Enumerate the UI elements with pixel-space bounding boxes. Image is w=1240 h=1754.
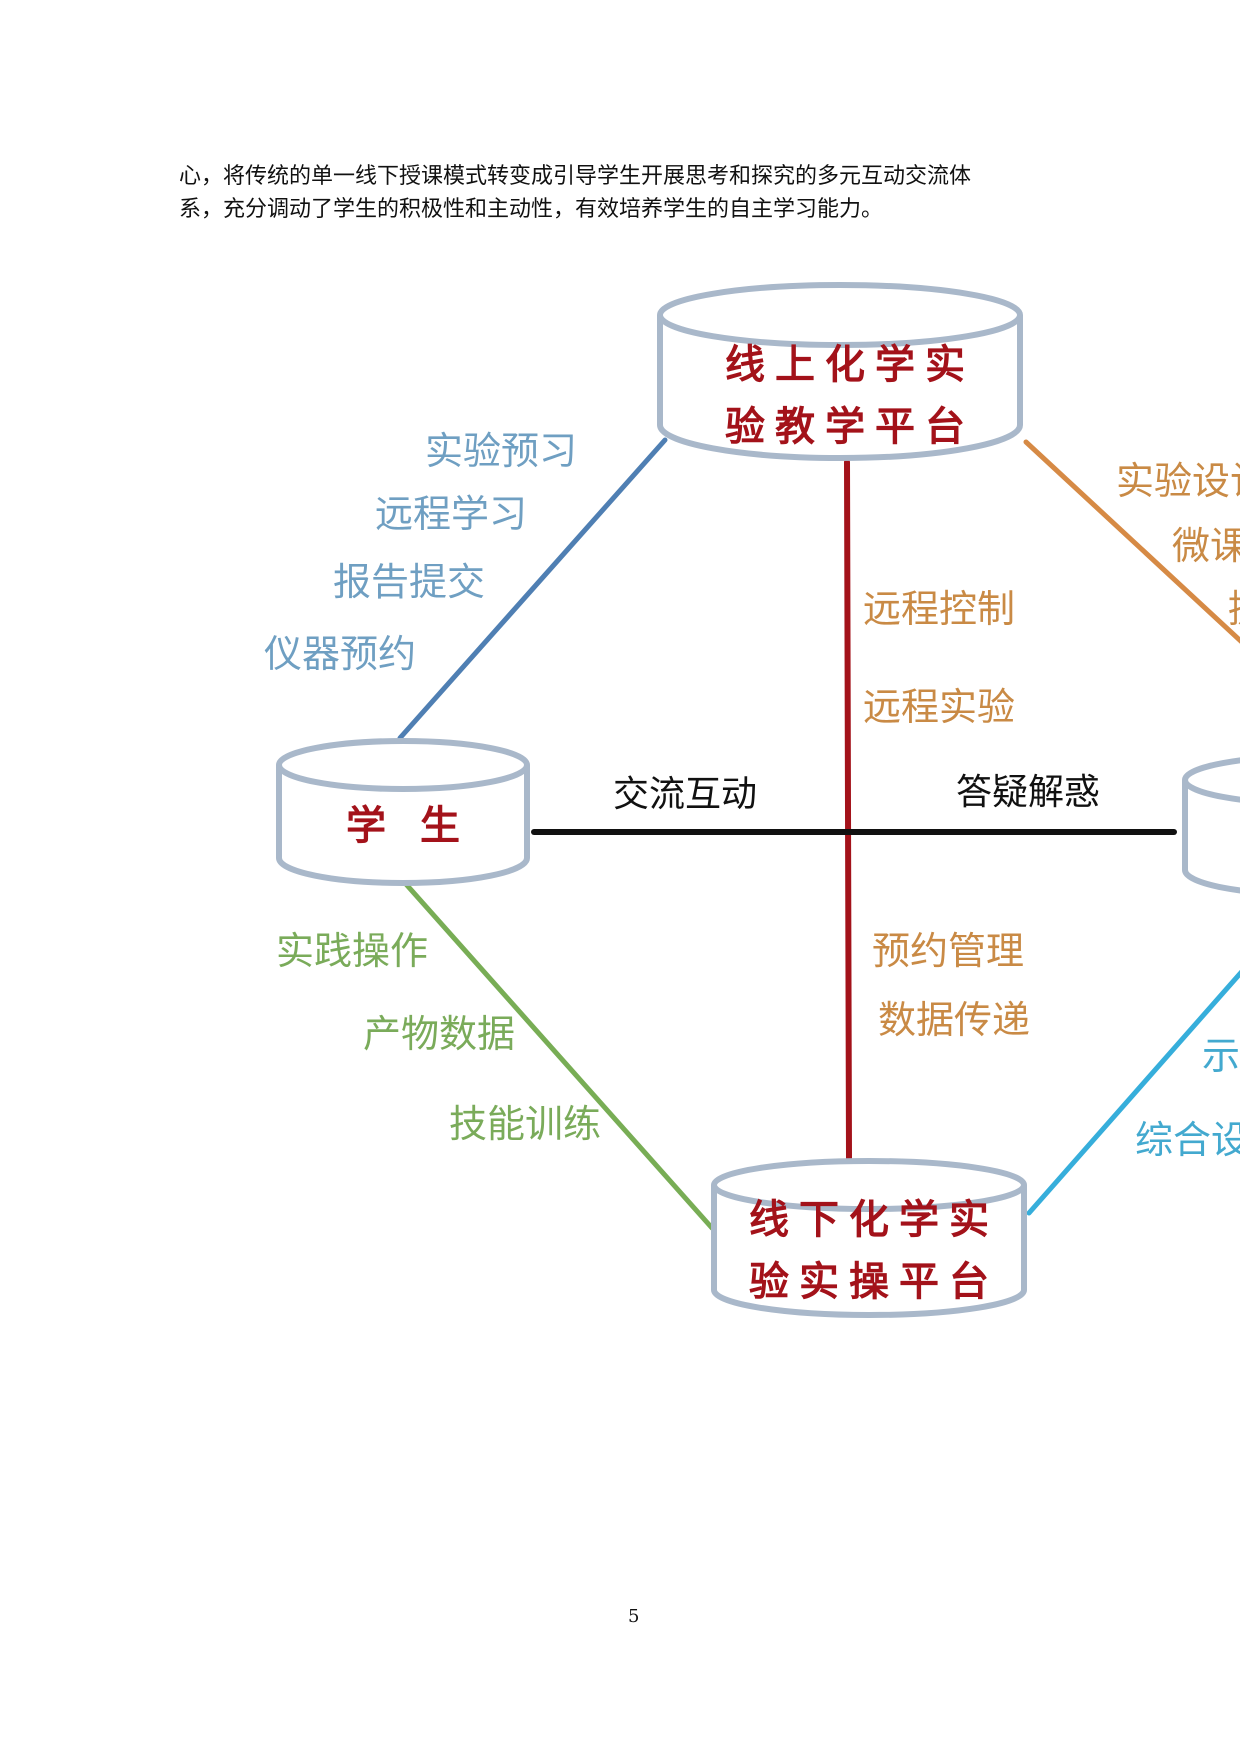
edge-label: 远程控制 (863, 587, 1016, 631)
edge-label: 技能训练 (449, 1102, 602, 1146)
edge-label: 数据传递 (878, 998, 1031, 1042)
node-offline-label-line-1: 线下化学实 (749, 1196, 999, 1243)
edge-label: 远程学习 (375, 492, 528, 536)
body-text-line-1: 心，将传统的单一线下授课模式转变成引导学生开展思考和探究的多元互动交流体 (179, 164, 972, 189)
edge-label: 答疑解惑 (956, 772, 1101, 813)
node-right-cylinder (1182, 757, 1240, 894)
node-offline-label-line-2: 验实操平台 (749, 1258, 999, 1305)
node-online-label-line-1: 线上化学实 (725, 341, 975, 388)
edge-label: 产物数据 (363, 1012, 516, 1056)
edge-online-right (1023, 439, 1240, 644)
edge-label: 提 (1228, 590, 1240, 628)
edge-label: 综合设 (1135, 1118, 1240, 1162)
edge-label: 报告提交 (333, 560, 486, 604)
edge-offline-right (1026, 969, 1240, 1216)
edge-label: 实践操作 (276, 929, 429, 973)
edge-label: 交流互动 (613, 774, 758, 815)
edge-label: 实验设计 (1116, 459, 1240, 503)
edge-student-online (397, 437, 668, 741)
edge-label: 仪器预约 (264, 632, 417, 676)
body-text-line-2: 系，充分调动了学生的积极性和主动性，有效培养学生的自主学习能力。 (179, 197, 884, 222)
edge-online-offline (844, 459, 852, 1161)
edge-label: 远程实验 (863, 685, 1016, 729)
node-offline-platform-cylinder (711, 1158, 1027, 1318)
node-student-label: 学 生 (346, 802, 470, 849)
edge-label: 微课 (1172, 524, 1240, 568)
node-student-cylinder (276, 738, 530, 886)
edge-label: 示 (1202, 1034, 1240, 1078)
node-online-label-line-2: 验教学平台 (725, 403, 975, 450)
node-online-platform-cylinder (657, 282, 1023, 461)
edge-student-offline (402, 880, 715, 1231)
page-number: 5 (628, 1606, 640, 1627)
edge-label: 实验预习 (425, 429, 578, 473)
edge-label: 预约管理 (872, 929, 1025, 973)
